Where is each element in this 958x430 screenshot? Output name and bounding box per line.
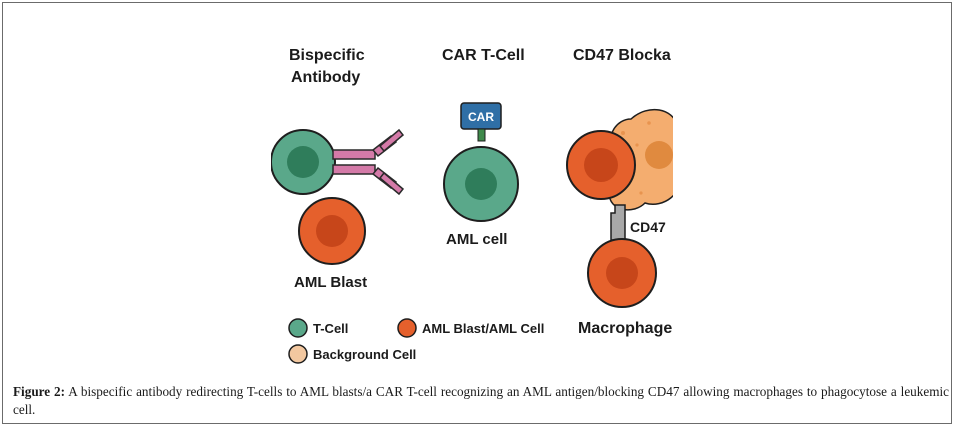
leukemic-cell-nucleus <box>584 148 618 182</box>
aml-cell-label: AML cell <box>446 231 507 248</box>
figure-illustration: Bispecific Antibody AML Blast CAR T-Cell <box>271 33 673 373</box>
legend-swatch-background-cell <box>288 344 308 364</box>
cd47-label: CD47 <box>630 219 666 235</box>
legend-label-aml: AML Blast/AML Cell <box>422 321 544 336</box>
car-stalk <box>477 128 486 142</box>
macrophage-label: Macrophage <box>578 320 672 337</box>
legend: T-Cell AML Blast/AML Cell Background Cel… <box>288 318 544 364</box>
bispecific-title-line1: Bispecific <box>289 47 365 64</box>
macrophage-target-nucleus <box>606 257 638 289</box>
car-t-cell-nucleus <box>465 168 497 200</box>
aml-blast-nucleus <box>316 215 348 247</box>
aml-blast-label: AML Blast <box>294 274 367 291</box>
car-receptor-label: CAR <box>468 110 494 124</box>
legend-swatch-t-cell <box>288 318 308 338</box>
legend-swatch-aml <box>397 318 417 338</box>
figure-caption-label: Figure 2: <box>13 384 66 399</box>
legend-label-t-cell: T-Cell <box>313 321 348 336</box>
bispecific-title-line2: Antibody <box>291 69 360 86</box>
car-t-title: CAR T-Cell <box>442 47 525 64</box>
bispecific-antibody <box>332 128 405 196</box>
figure-caption-text: A bispecific antibody redirecting T-cell… <box>13 384 949 417</box>
t-cell-nucleus <box>287 146 319 178</box>
cd47-marker <box>610 204 626 241</box>
figure-caption: Figure 2: A bispecific antibody redirect… <box>13 383 949 419</box>
cd47-title: CD47 Blocka <box>573 47 671 64</box>
figure-frame: Bispecific Antibody AML Blast CAR T-Cell <box>2 2 952 424</box>
background-cell-nucleus <box>645 141 673 169</box>
legend-label-background-cell: Background Cell <box>313 347 416 362</box>
